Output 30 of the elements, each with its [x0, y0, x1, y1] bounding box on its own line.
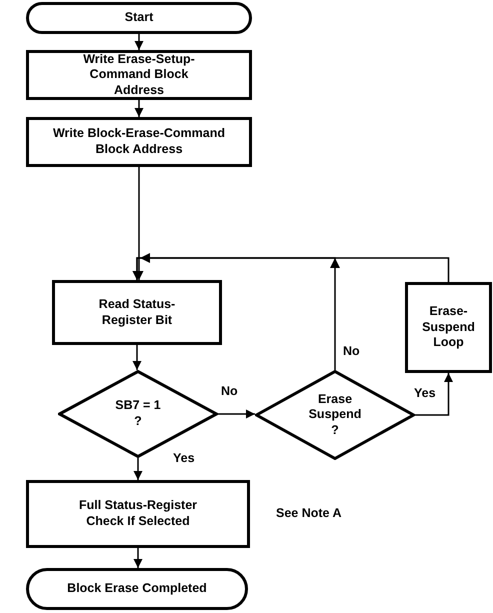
- node-text: Erase Suspend ?: [308, 392, 362, 438]
- terminal-shape: [26, 568, 248, 610]
- arrow: [134, 458, 142, 480]
- arrow: [134, 100, 144, 117]
- decision-diamond: [255, 370, 415, 460]
- node-text: Block Erase Completed: [67, 581, 207, 597]
- process-box: [26, 117, 252, 167]
- node-text: Write Erase-Setup-Command Block Address: [82, 52, 196, 98]
- node-text: Write Block-Erase-Command Block Address: [52, 126, 226, 158]
- note-text: See Note A: [275, 506, 343, 520]
- arrow: [132, 257, 450, 282]
- edge-label: Yes: [413, 386, 437, 400]
- node-text: Erase-Suspend Loop: [421, 304, 476, 351]
- process-box: [52, 280, 222, 345]
- process-box: [405, 282, 492, 373]
- arrow: [134, 548, 142, 568]
- node-text: SB7 = 1 ?: [114, 398, 162, 430]
- edge-label: No: [342, 344, 361, 358]
- node-text: Read Status-Register Bit: [98, 296, 176, 328]
- node-text: Start: [124, 10, 154, 26]
- edge-label: Yes: [172, 451, 196, 465]
- arrow: [134, 34, 144, 50]
- edge-label: No: [220, 384, 239, 398]
- terminal-shape: [26, 2, 252, 34]
- arrow: [415, 373, 453, 416]
- node-text: Full Status-Register Check If Selected: [78, 498, 198, 530]
- process-box: [26, 50, 252, 100]
- arrow: [132, 345, 142, 370]
- process-box: [26, 480, 250, 548]
- arrow: [218, 410, 255, 418]
